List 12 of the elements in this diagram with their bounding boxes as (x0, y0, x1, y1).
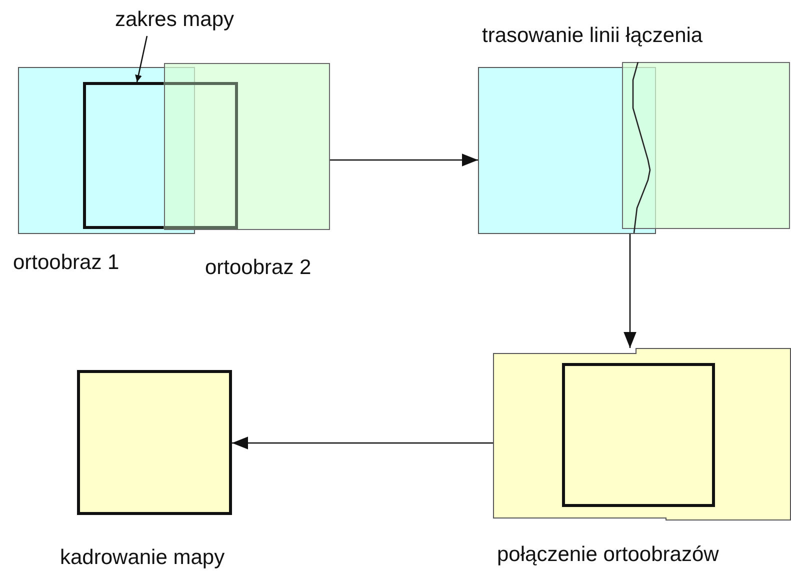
leader-line (135, 36, 148, 82)
step-caption: kadrowanie mapy (60, 546, 225, 570)
callout-text: zakres mapy (115, 8, 234, 32)
step-caption: ortoobraz 1 (13, 251, 120, 275)
map-extent-frame (562, 363, 715, 507)
step-caption: ortoobraz 2 (205, 256, 312, 280)
map-extent-frame (83, 82, 238, 229)
arrow (232, 436, 493, 450)
arrow (330, 154, 478, 166)
step-caption: trasowanie linii łączenia (482, 24, 703, 48)
step-caption: połączenie ortoobrazów (497, 543, 719, 567)
arrow (624, 234, 636, 348)
